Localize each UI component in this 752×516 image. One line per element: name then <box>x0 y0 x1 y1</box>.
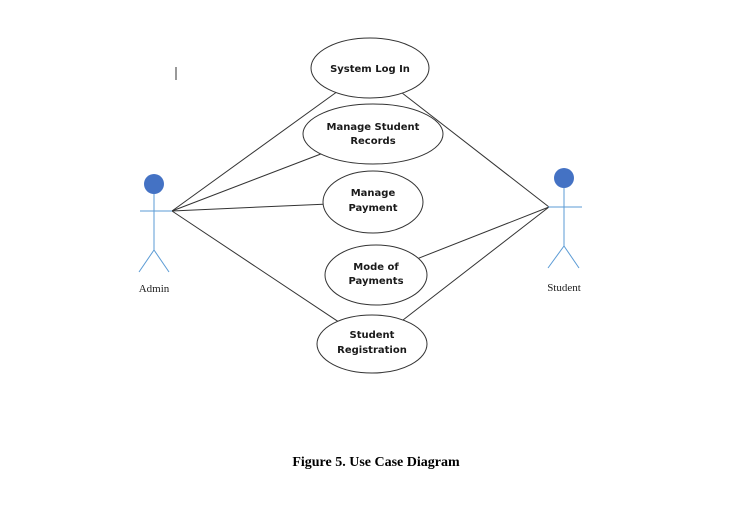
actor-admin: Admin <box>138 174 172 295</box>
use-case-label: System Log In <box>330 64 410 75</box>
association-line-student-student-registration <box>402 206 550 321</box>
actor-head <box>144 174 164 194</box>
association-line-student-system-log-in <box>401 92 550 208</box>
use-case-label: Student <box>350 330 395 341</box>
actor-label: Student <box>547 282 581 294</box>
actor-leg-left <box>138 249 155 273</box>
use-case-manage-student-records: Manage Student Records <box>302 103 444 165</box>
use-case-ellipse <box>324 244 428 306</box>
use-case-label: Records <box>350 136 395 147</box>
association-line-admin-manage-student-records <box>171 153 321 212</box>
actor-leg-left <box>547 245 565 269</box>
use-case-label: Mode of <box>353 262 399 273</box>
use-case-manage-payment: Manage Payment <box>322 170 424 234</box>
use-case-label: Payment <box>348 203 397 214</box>
use-case-label: Registration <box>337 345 407 356</box>
use-case-label: Payments <box>348 276 403 287</box>
actor-leg-right <box>153 249 170 273</box>
use-case-ellipse <box>316 314 428 374</box>
association-line-admin-student-registration <box>171 210 339 322</box>
use-case-ellipse <box>322 170 424 234</box>
actor-leg-right <box>563 245 580 269</box>
use-case-label: Manage Student <box>327 122 420 133</box>
use-case-student-registration: Student Registration <box>316 314 428 374</box>
use-case-system-log-in: System Log In <box>310 37 430 99</box>
association-line-admin-system-log-in <box>171 92 337 212</box>
use-case-mode-of-payments: Mode of Payments <box>324 244 428 306</box>
association-line-admin-manage-payment <box>171 203 324 212</box>
figure-caption: Figure 5. Use Case Diagram <box>292 455 460 470</box>
actor-student: Student <box>547 168 582 294</box>
actor-label: Admin <box>139 283 170 295</box>
association-line-student-mode-of-payments <box>418 206 550 259</box>
use-case-label: Manage <box>351 188 396 199</box>
use-case-ellipse <box>302 103 444 165</box>
actor-head <box>554 168 574 188</box>
association-lines <box>171 92 550 322</box>
use-case-ellipse <box>310 37 430 99</box>
